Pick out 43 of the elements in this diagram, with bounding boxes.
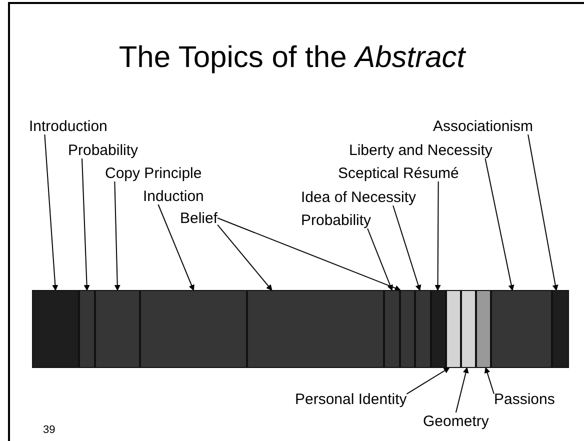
bar-segment [32,290,79,368]
leader-arrow [82,158,90,291]
leader-arrow [158,204,194,291]
leader-arrow [484,158,514,291]
bar-segment [95,290,140,368]
bar-segment [247,290,384,368]
bar-segment [140,290,247,368]
leader-arrow [392,205,422,291]
bar-segment [400,290,415,368]
leader-arrow [367,228,393,291]
leader-arrow [484,367,494,394]
bar-segment [552,290,569,368]
leader-arrow [217,224,272,291]
topic-label: Belief [180,210,218,226]
topic-label: Introduction [29,118,108,134]
leader-arrow [528,134,558,291]
page-number: 39 [43,424,56,437]
leader-arrow [455,367,469,413]
leader-arrow [406,367,450,394]
topic-label: Associationism [433,118,534,134]
bar-segment [446,290,461,368]
leader-arrow [114,181,120,291]
leader-arrow [434,181,441,291]
topic-label: Induction [143,188,204,204]
topic-label: Liberty and Necessity [349,142,492,158]
leader-arrow [44,134,58,291]
topic-label: Idea of Necessity [301,188,416,206]
topic-label: Probability [68,142,138,158]
bar-segment [431,290,446,368]
bar-segment [461,290,476,368]
slide-title: The Topics of the Abstract [118,40,467,76]
topic-label: Geometry [423,412,489,430]
bar-segment [79,290,95,368]
leader-arrow [217,218,401,291]
bar-segment [491,290,552,368]
topic-label: Probability [301,212,372,228]
topic-label: Personal Identity [295,390,407,408]
topic-label: Copy Principle [105,164,202,182]
bar-segment [384,290,400,368]
topic-label: Passions [494,390,555,408]
topic-label: Sceptical Résumé [338,164,459,182]
bar-segment [415,290,431,368]
bar-segment [476,290,491,368]
